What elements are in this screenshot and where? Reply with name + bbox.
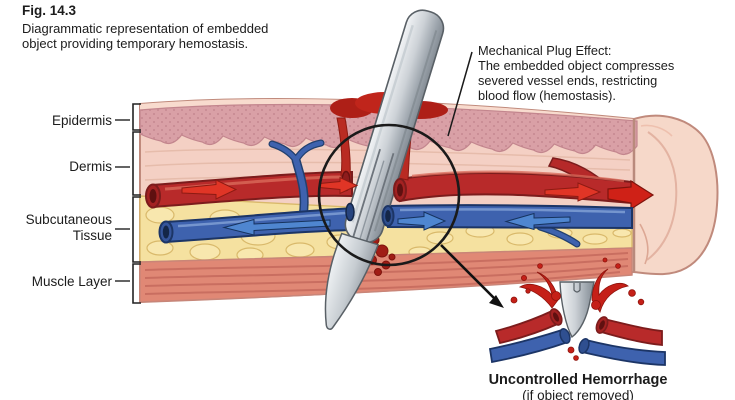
figure-label: Fig. 14.3 — [22, 3, 77, 18]
inset-title: Uncontrolled Hemorrhage — [489, 372, 668, 388]
limb-end — [633, 114, 719, 276]
layer-label-epidermis: Epidermis — [52, 113, 112, 128]
blood-spurts — [510, 257, 645, 361]
vein-right — [387, 204, 633, 248]
blood-flow-arrow — [181, 179, 238, 200]
inset-caption: Uncontrolled Hemorrhage (if object remov… — [489, 372, 668, 400]
layer-label-subcutaneous: Tissue — [73, 228, 112, 243]
annotation-line: severed vessel ends, restricting — [478, 73, 657, 88]
magnifier-circle — [317, 123, 461, 267]
annotation-line: The embedded object compresses — [478, 58, 674, 73]
annotation-callout: Mechanical Plug Effect: The embedded obj… — [478, 43, 674, 103]
blood-flow-arrow — [607, 179, 655, 211]
figure-caption-line: Diagrammatic representation of embedded — [22, 21, 268, 36]
arrow-to-inset — [440, 244, 504, 308]
blood-flow-arrow — [222, 218, 331, 236]
layer-brackets — [115, 103, 141, 304]
blood-flow-arrow — [319, 176, 359, 195]
severed-vessel-ends — [319, 170, 447, 231]
layer-label-subcutaneous: Subcutaneous — [26, 212, 113, 227]
layer-label-muscle: Muscle Layer — [32, 274, 113, 289]
vein-left — [158, 139, 355, 244]
inset-scalpel-tip — [559, 281, 595, 339]
blood-flow-arrow — [544, 182, 602, 202]
annotation-line: Mechanical Plug Effect: — [478, 43, 612, 58]
hemorrhage-inset — [488, 257, 666, 366]
inset-subtitle: (if object removed) — [522, 388, 634, 400]
scalpel-blade — [324, 232, 380, 330]
layer-labels: Epidermis Dermis Subcutaneous Tissue Mus… — [26, 113, 113, 289]
blood-flow-arrow — [504, 212, 571, 231]
annotation-line: blood flow (hemostasis). — [478, 88, 616, 103]
blood-flow-arrow — [397, 211, 447, 231]
layer-label-dermis: Dermis — [69, 159, 112, 174]
leader-line — [447, 51, 473, 137]
figure-title: Fig. 14.3 Diagrammatic representation of… — [22, 3, 268, 51]
figure-caption-line: object providing temporary hemostasis. — [22, 36, 248, 51]
